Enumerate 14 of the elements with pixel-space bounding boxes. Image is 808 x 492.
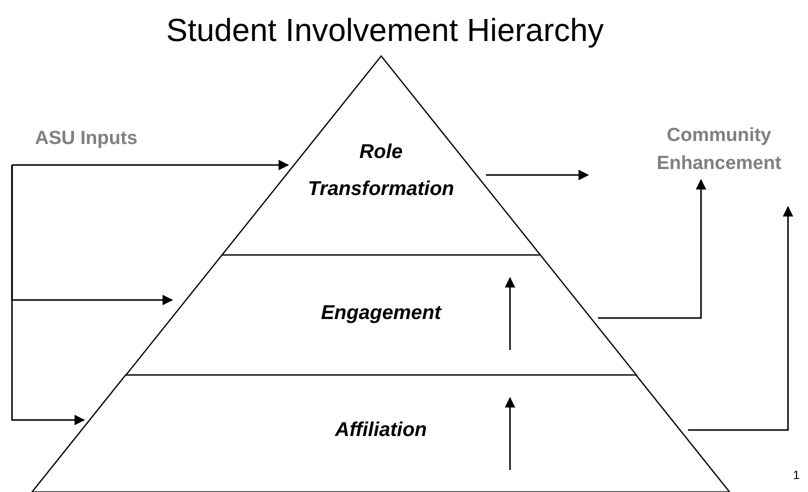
arrow [12,160,290,170]
level-label: Engagement [320,302,441,325]
level-label: Affiliation [335,419,427,442]
input-label: ASU Inputs [35,128,138,150]
level-label: Role Transformation [306,140,456,202]
diagram-title: Student Involvement Hierarchy [165,12,605,49]
page-number: 1 [793,468,800,482]
arrow [688,206,794,431]
outcome-label: Community Enhancement [656,125,782,174]
arrow [486,170,590,180]
arrow [504,396,516,470]
arrow [504,276,516,350]
arrow [598,178,706,319]
arrow [11,165,86,426]
